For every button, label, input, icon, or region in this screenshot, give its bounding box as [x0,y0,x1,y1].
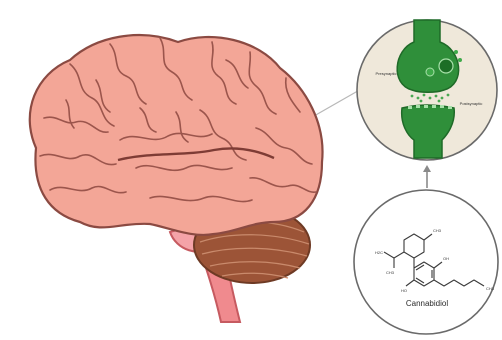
postsynaptic-label: Postsynaptic [460,101,483,106]
molecule-circle [354,190,498,334]
synapse-panel: Presynaptic Postsynaptic [357,20,497,160]
svg-text:H2C: H2C [375,250,383,255]
cerebrum [30,35,323,235]
vesicle [439,59,453,73]
vesicle [454,50,458,54]
molecule-name-label: Cannabidiol [406,299,448,308]
svg-text:OH: OH [443,256,449,261]
vesicle [458,58,462,62]
svg-text:CH3: CH3 [386,270,395,275]
svg-text:CH3: CH3 [433,228,442,233]
brain [30,35,323,322]
svg-text:CH3: CH3 [486,286,495,291]
molecule-panel: CH3 H2C CH3 OH HO CH3 Cannabidiol [354,190,498,334]
up-arrow-icon [423,165,431,188]
vesicle [426,68,434,76]
svg-text:HO: HO [401,288,407,293]
presynaptic-label: Presynaptic [376,71,397,76]
